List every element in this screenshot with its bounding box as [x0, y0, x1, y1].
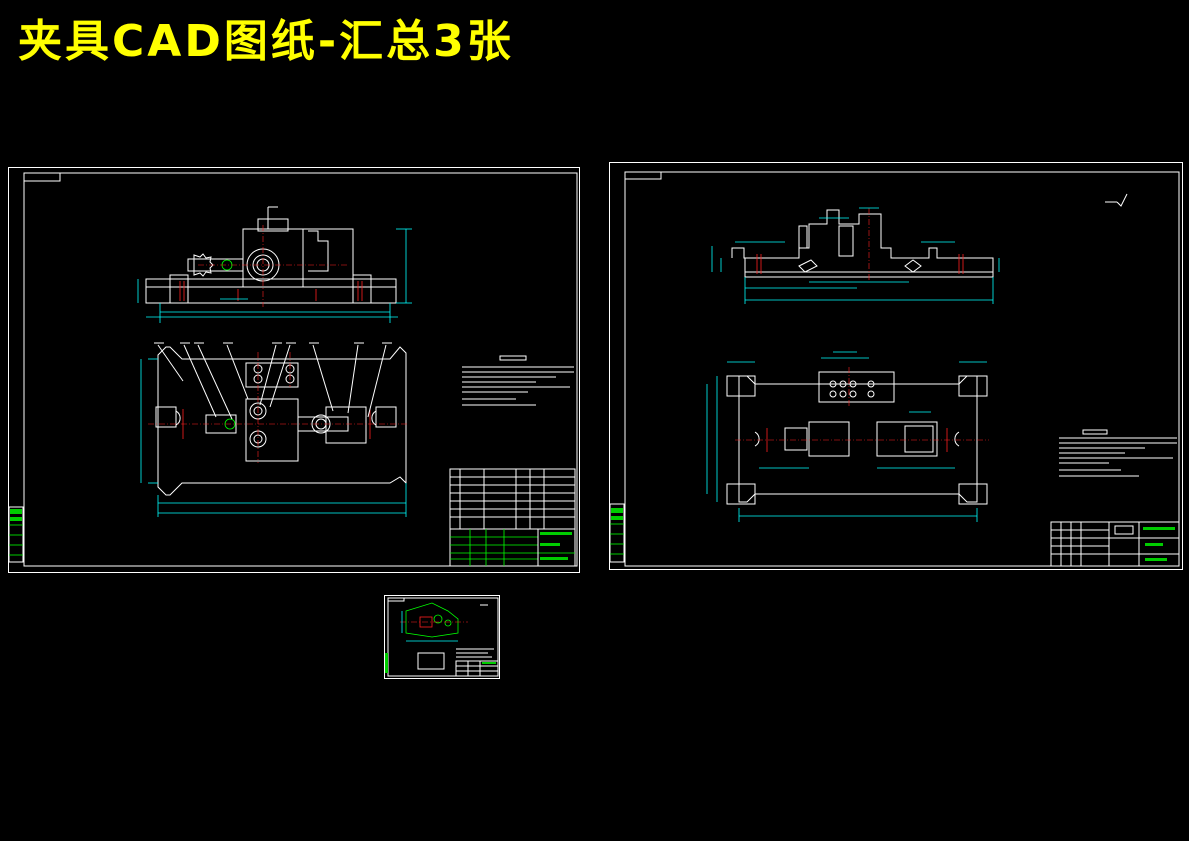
base-front-view [711, 207, 1000, 304]
side-strip [609, 503, 625, 563]
drawing-sheet-assembly[interactable] [8, 167, 580, 573]
base-top-view [706, 351, 989, 522]
assembly-front-view [137, 206, 412, 323]
thumbnail-part-view [400, 602, 488, 670]
assembly-top-view [140, 342, 408, 517]
thumbnail-side-strip [385, 653, 388, 673]
drawing-sheet-base[interactable] [609, 162, 1183, 570]
page-title: 夹具CAD图纸-汇总3张 [18, 16, 514, 67]
roughness-symbol [1105, 193, 1128, 207]
technical-requirements-notes [1059, 429, 1177, 477]
parts-list-and-title-block [449, 468, 576, 567]
thumbnail-notes [456, 648, 494, 658]
title-block [1050, 521, 1180, 567]
thumbnail-title-block [455, 660, 499, 677]
drawing-sheet-thumbnail[interactable] [384, 595, 500, 679]
side-strip [8, 506, 24, 563]
technical-requirements-notes [462, 355, 574, 406]
